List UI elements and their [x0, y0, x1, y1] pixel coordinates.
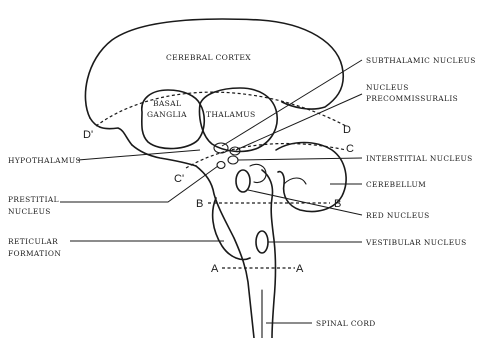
red-nucleus-shape — [236, 170, 250, 192]
interstitial-nucleus-shape — [228, 156, 238, 164]
cortex-lower-edge — [90, 118, 132, 145]
label-nucleus-precommissuralis-1: NUCLEUS — [366, 83, 409, 92]
mark-d-prime: D' — [83, 129, 93, 141]
cerebral-cortex-outline — [85, 19, 343, 118]
leader-precommissuralis — [236, 94, 362, 150]
label-cerebral-cortex: CEREBRAL CORTEX — [166, 53, 251, 62]
label-prestitial-nucleus-2: NUCLEUS — [8, 207, 51, 216]
mark-c-prime: C' — [174, 173, 184, 185]
mark-a-right: A — [296, 263, 304, 275]
mark-d: D — [343, 124, 351, 136]
cerebellum-fold — [284, 178, 306, 184]
section-line-c — [186, 144, 346, 168]
label-subthalamic-nucleus: SUBTHALAMIC NUCLEUS — [366, 56, 476, 65]
mark-a-left: A — [211, 263, 219, 275]
vestibular-nucleus-shape — [256, 231, 268, 253]
label-cerebellum: CEREBELLUM — [366, 180, 426, 189]
label-reticular-formation-1: RETICULAR — [8, 237, 58, 246]
colliculus-outline — [250, 164, 266, 182]
label-hypothalamus: HYPOTHALAMUS — [8, 156, 81, 165]
mark-c: C — [346, 143, 354, 155]
label-spinal-cord: SPINAL CORD — [316, 319, 376, 328]
leader-hypothalamus — [78, 150, 200, 160]
mark-b-right: B — [334, 198, 341, 210]
label-nucleus-precommissuralis-2: PRECOMMISSURALIS — [366, 94, 458, 103]
mark-b-left: B — [196, 198, 203, 210]
leader-prestitial — [60, 166, 218, 202]
label-interstitial-nucleus: INTERSTITIAL NUCLEUS — [366, 154, 473, 163]
label-basal-ganglia-2: GANGLIA — [147, 110, 187, 119]
label-reticular-formation-2: FORMATION — [8, 249, 61, 258]
leader-interstitial — [238, 158, 362, 160]
label-vestibular-nucleus: VESTIBULAR NUCLEUS — [365, 238, 467, 247]
prestitial-nucleus-shape — [217, 162, 225, 169]
label-prestitial-nucleus-1: PRESTITIAL — [8, 195, 59, 204]
label-thalamus: THALAMUS — [206, 110, 255, 119]
label-red-nucleus: RED NUCLEUS — [366, 211, 430, 220]
label-basal-ganglia-1: BASAL — [153, 99, 181, 108]
